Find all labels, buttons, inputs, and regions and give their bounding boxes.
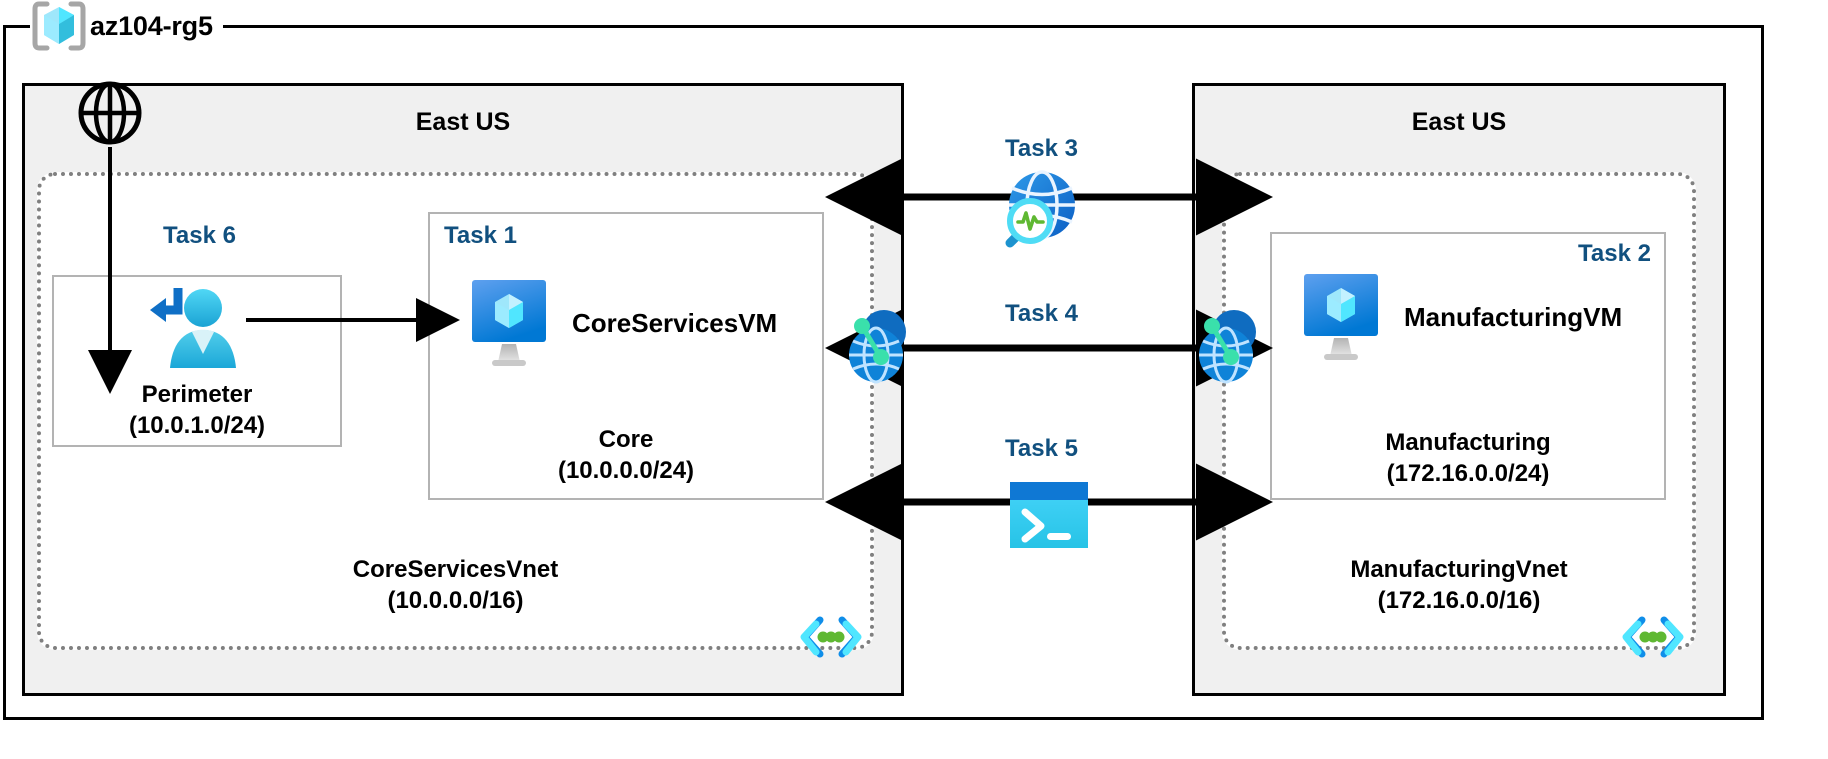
subnet-core [428, 212, 824, 500]
task-label-2: Task 2 [1578, 240, 1651, 267]
code-brackets-icon [800, 612, 862, 662]
task-label-3: Task 3 [1005, 135, 1078, 162]
task-label-4: Task 4 [1005, 300, 1078, 327]
subnet-perimeter-cidr: (10.0.1.0/24) [128, 411, 266, 439]
vm-name-manufacturing: ManufacturingVM [1404, 302, 1623, 332]
vnet-core-services-name: CoreServicesVnet [352, 556, 559, 583]
region-title-left: East US [415, 108, 511, 136]
vnet-manufacturing-label: ManufacturingVnet (172.16.0.0/16) [1222, 555, 1696, 616]
user-route-icon [148, 282, 242, 372]
vnet-peering-icon [840, 308, 916, 388]
resource-group-header: az104-rg5 [30, 0, 223, 52]
subnet-perimeter-name: Perimeter [141, 381, 253, 408]
internet-globe-icon [77, 80, 143, 146]
subnet-core-caption: Core (10.0.0.0/24) [428, 425, 824, 486]
task-label-1: Task 1 [444, 222, 517, 249]
network-watcher-icon [990, 165, 1080, 255]
resource-group-box [3, 25, 1764, 720]
subnet-manufacturing-caption: Manufacturing (172.16.0.0/24) [1270, 428, 1666, 489]
resource-group-name: az104-rg5 [90, 10, 213, 41]
subnet-core-name: Core [598, 426, 654, 453]
region-title-right: East US [1411, 108, 1507, 136]
virtual-machine-icon [1302, 272, 1386, 364]
task-label-5: Task 5 [1005, 435, 1078, 462]
vnet-core-services-cidr: (10.0.0.0/16) [387, 586, 524, 614]
subnet-manufacturing-name: Manufacturing [1385, 429, 1551, 456]
vnet-core-services-label: CoreServicesVnet (10.0.0.0/16) [37, 555, 874, 616]
subnet-manufacturing-cidr: (172.16.0.0/24) [1386, 459, 1550, 487]
resource-group-cube-icon [32, 1, 86, 51]
task-label-6: Task 6 [163, 222, 236, 249]
code-brackets-icon [1622, 612, 1684, 662]
vnet-peering-icon [1190, 308, 1266, 388]
vm-name-core-services: CoreServicesVM [572, 308, 778, 338]
subnet-core-cidr: (10.0.0.0/24) [557, 456, 695, 484]
vnet-manufacturing-name: ManufacturingVnet [1350, 556, 1568, 583]
vnet-manufacturing-cidr: (172.16.0.0/16) [1377, 586, 1541, 614]
subnet-perimeter-caption: Perimeter (10.0.1.0/24) [52, 380, 342, 441]
virtual-machine-icon [470, 278, 554, 370]
cloud-shell-icon [1010, 482, 1088, 548]
